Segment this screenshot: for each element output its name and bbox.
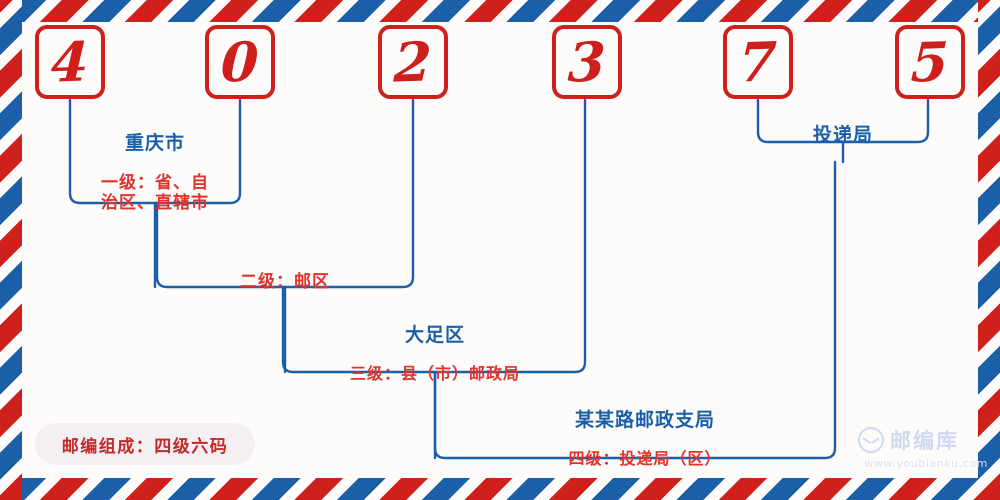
postcode-digit-6: 5 [910, 29, 950, 95]
level-2-subtitle: 二级：邮区 [240, 271, 330, 292]
postcode-digit-4: 3 [567, 29, 607, 95]
postcode-digit-3: 2 [393, 29, 433, 95]
postcode-digit-box-4[interactable]: 3 [552, 25, 622, 99]
status-badge: 邮编组成：四级六码 [35, 423, 255, 465]
delivery-office-label: 投递局 [763, 105, 923, 165]
delivery-office-title: 投递局 [812, 123, 873, 146]
level-4-label: 某某路邮政支局 四级：投递局（区） [455, 390, 835, 488]
postcode-digit-2: 0 [220, 29, 260, 95]
postcode-digit-box-1[interactable]: 4 [35, 25, 105, 99]
level-3-title: 大足区 [404, 323, 465, 346]
footer-badge-text: 邮编组成：四级六码 [61, 436, 229, 457]
watermark: 邮编库 www.youbianku.com [858, 425, 988, 470]
level-3-subtitle: 三级：县（市）邮政局 [349, 364, 520, 384]
postcode-digit-box-6[interactable]: 5 [895, 25, 965, 99]
level-1-subtitle: 一级：省、自 治区、直辖市 [101, 173, 209, 214]
level-1-title: 重庆市 [124, 131, 185, 154]
bracket-level-4 [433, 160, 837, 460]
level-3-label: 大足区 三级：县（市）邮政局 [295, 305, 575, 403]
envelope-paper [22, 22, 978, 478]
level-1-label: 重庆市 一级：省、自 治区、直辖市 [75, 113, 235, 232]
postcode-digit-1: 4 [50, 29, 90, 95]
level-2-label: 二级：邮区 [185, 253, 385, 311]
postcode-digit-5: 7 [738, 29, 778, 95]
watermark-brand: 邮编库 [890, 429, 959, 453]
level-4-title: 某某路邮政支局 [574, 408, 715, 431]
postcode-digit-box-3[interactable]: 2 [378, 25, 448, 99]
envelope-circle-icon [858, 427, 884, 453]
postcode-digit-box-2[interactable]: 0 [205, 25, 275, 99]
watermark-url: www.youbianku.com [864, 457, 988, 470]
postcode-digit-box-5[interactable]: 7 [723, 25, 793, 99]
level-4-subtitle: 四级：投递局（区） [568, 449, 722, 469]
